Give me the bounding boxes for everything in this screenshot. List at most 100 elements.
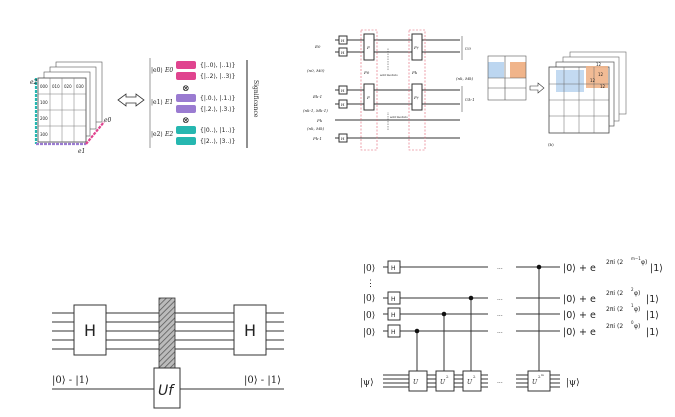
- h-gate-br-3: [387, 307, 401, 321]
- dots-4: ...: [497, 328, 503, 335]
- output-3-base: |0⟩ + e: [563, 310, 596, 321]
- basis-e0-b: {|..2⟩, |..3⟩}: [200, 73, 236, 80]
- h-gate-left: [73, 304, 107, 356]
- dots-2: ...: [497, 295, 503, 302]
- u-sup-3: 2: [473, 374, 476, 379]
- panel-tensor-grid: 000 010 020 030 100 200 300 e2 e1 e0 |e0…: [30, 58, 259, 155]
- small-grid: [487, 55, 527, 101]
- label-u0: U0: [465, 46, 471, 51]
- panel-deutsch-jozsa: H H Uf |0⟩ - |1⟩ |0⟩ - |1⟩: [52, 297, 284, 409]
- basis-e2-b: {|2..⟩, |3..⟩}: [200, 138, 236, 145]
- qubit-box-e1-b: [176, 105, 196, 113]
- output-1-phi: φ): [641, 259, 647, 266]
- u-sup-4: 2: [538, 374, 541, 379]
- control-dot-3: [468, 295, 474, 301]
- grid-stack: [37, 61, 103, 143]
- u-label-2: U: [440, 379, 446, 386]
- label-mid-nk: (nk, Mk): [456, 76, 474, 81]
- axis-e0-line: [85, 121, 105, 145]
- h-label-2: H: [341, 50, 345, 55]
- ket-e2: |e2⟩: [151, 131, 163, 138]
- u-sup2-4: m: [541, 373, 544, 377]
- u-gate-3: [462, 370, 482, 392]
- control-dot-4: [536, 264, 542, 270]
- label-e0: E0: [314, 44, 321, 49]
- f-dagger-gate-2: [411, 83, 423, 111]
- output-2: |0⟩ + e 2πi (2 2 φ) |1⟩: [563, 287, 659, 305]
- h-label-right: H: [244, 321, 256, 340]
- label-pk1: Pk-1: [312, 136, 322, 141]
- output-1-tail: |1⟩: [650, 263, 663, 274]
- grid-val-1: 12: [596, 62, 602, 67]
- h-label-1: H: [341, 38, 345, 43]
- grid-num-200: 200: [40, 116, 48, 121]
- label-uk1: Uk-1: [465, 97, 475, 102]
- h-gate-4: [338, 99, 348, 109]
- output-3-phi: φ): [634, 306, 640, 313]
- h-gate-right: [233, 304, 267, 356]
- ket-0-4: |0⟩: [363, 328, 375, 338]
- h-gate-2: [338, 47, 348, 57]
- dots-3: ...: [497, 311, 503, 318]
- label-nk: (nk, Mk): [307, 126, 325, 131]
- reg-e0: E0: [164, 67, 173, 74]
- panel-circuit-f: E0 (n0, M0) Ek-1 (nk-1, Mk-1) Pk (nk, Mk…: [303, 29, 627, 151]
- output-3: |0⟩ + e 2πi (2 1 φ) |1⟩: [563, 303, 659, 321]
- grid-num-000: 000: [40, 84, 48, 89]
- qubit-box-e0-a: [176, 61, 196, 69]
- h-gate-br-4: [387, 324, 401, 338]
- ket-0-top: |0⟩: [363, 264, 375, 274]
- grid-num-300: 300: [40, 132, 48, 137]
- output-4-exp2: 0: [631, 320, 634, 325]
- basis-e1-b: {|.2.⟩, |.3.⟩}: [200, 106, 236, 113]
- uf-label: Uf: [158, 383, 175, 399]
- basis-e2-a: {|0..⟩, |1..⟩}: [200, 127, 236, 134]
- u-gate-2: [435, 370, 455, 392]
- reg-e1: E1: [164, 99, 173, 106]
- f-label-2: F: [366, 95, 370, 100]
- axis-label-e1: e1: [78, 148, 85, 155]
- f-dagger-gate-1: [411, 33, 423, 61]
- add-label-1: add modulo: [380, 73, 398, 77]
- dots-5: ...: [497, 378, 503, 385]
- caption-b: (b): [548, 142, 554, 147]
- h-label-3: H: [341, 88, 345, 93]
- grid-num-030: 030: [76, 84, 84, 89]
- output-4-phi: φ): [634, 323, 640, 330]
- label-nk1: (nk-1, Mk-1): [303, 108, 328, 113]
- u-gate-1: [408, 370, 428, 392]
- h-label-4: H: [341, 102, 345, 107]
- dots-1: ...: [497, 264, 503, 271]
- grid-num-010: 010: [52, 84, 60, 89]
- qubit-box-e2-b: [176, 137, 196, 145]
- output-3-tail: |1⟩: [646, 310, 659, 321]
- ket-0-2: |0⟩: [363, 294, 375, 304]
- u-label-3: U: [467, 379, 473, 386]
- panel-phase-estimation: |0⟩ ⋮ |0⟩ |0⟩ |0⟩ |ψ⟩: [360, 256, 663, 392]
- add-label-2: add modulo: [390, 115, 408, 119]
- label-pk: Pk: [316, 118, 323, 123]
- output-3-exp: 2πi (2: [606, 306, 623, 313]
- qubit-box-e1-a: [176, 94, 196, 102]
- qubit-box-e2-a: [176, 126, 196, 134]
- output-1: |0⟩ + e 2πi (2 m−1 φ) |1⟩: [563, 256, 663, 274]
- grid-val-3: 12: [590, 78, 596, 83]
- grid-val-2: 12: [598, 72, 604, 77]
- output-2-exp: 2πi (2: [606, 290, 623, 297]
- circuit-wires: [335, 39, 460, 139]
- output-2-base: |0⟩ + e: [563, 294, 596, 305]
- f-gate-1: [363, 33, 375, 61]
- basis-e0-a: {|..0⟩, |..1⟩}: [200, 62, 236, 69]
- h-label-left: H: [84, 321, 96, 340]
- output-1-base: |0⟩ + e: [563, 263, 596, 274]
- vertical-ellipsis: ⋮: [366, 279, 375, 289]
- output-4-base: |0⟩ + e: [563, 327, 596, 338]
- output-2-tail: |1⟩: [646, 294, 659, 305]
- significance-label: Significance: [252, 80, 259, 118]
- f-label-1: F: [366, 45, 370, 50]
- h-label-5: H: [341, 136, 345, 141]
- grid-num-020: 020: [64, 84, 72, 89]
- qubit-box-e0-b: [176, 72, 196, 80]
- tensor-symbol-2: ⊗: [182, 116, 190, 126]
